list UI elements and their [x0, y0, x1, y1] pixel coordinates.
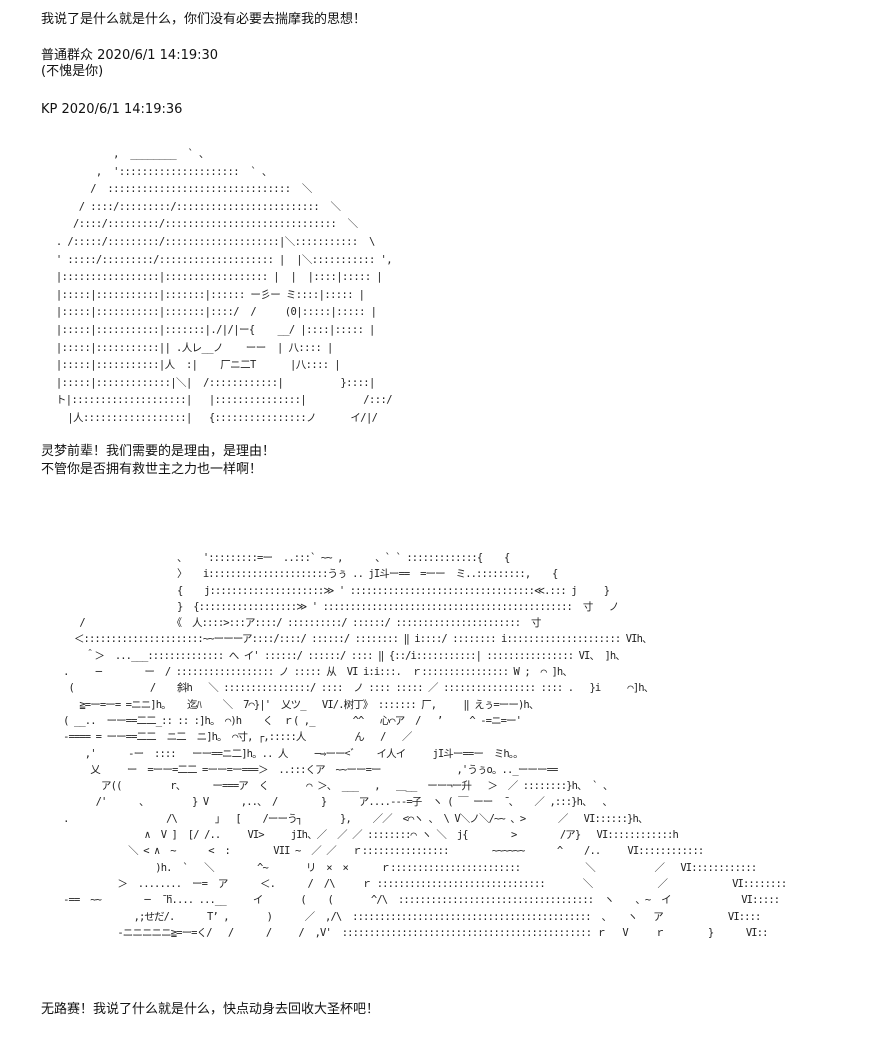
ascii-art-scene: 、 ':::::::::=ー ..:::` ~~ , 、` ` ::::::::…: [63, 552, 787, 939]
dialogue-line: 我说了是什么就是什么，你们没有必要去揣摩我的思想！: [41, 12, 367, 27]
ascii-art-portrait: , ________ ` 、 , '::::::::::::::::::::: …: [55, 148, 393, 424]
dialogue-line: 灵梦前辈！我们需要的是理由，是理由！: [41, 444, 276, 459]
speaker-timestamp: KP 2020/6/1 14:19:36: [41, 102, 183, 117]
dialogue-line: 不管你是否拥有救世主之力也一样啊！: [41, 462, 263, 477]
speaker-timestamp: 普通群众 2020/6/1 14:19:30: [41, 48, 219, 63]
dialogue-line: (不愧是你): [41, 64, 104, 79]
dialogue-line: 无路赛！我说了什么就是什么，快点动身去回收大圣杯吧！: [41, 1002, 380, 1017]
